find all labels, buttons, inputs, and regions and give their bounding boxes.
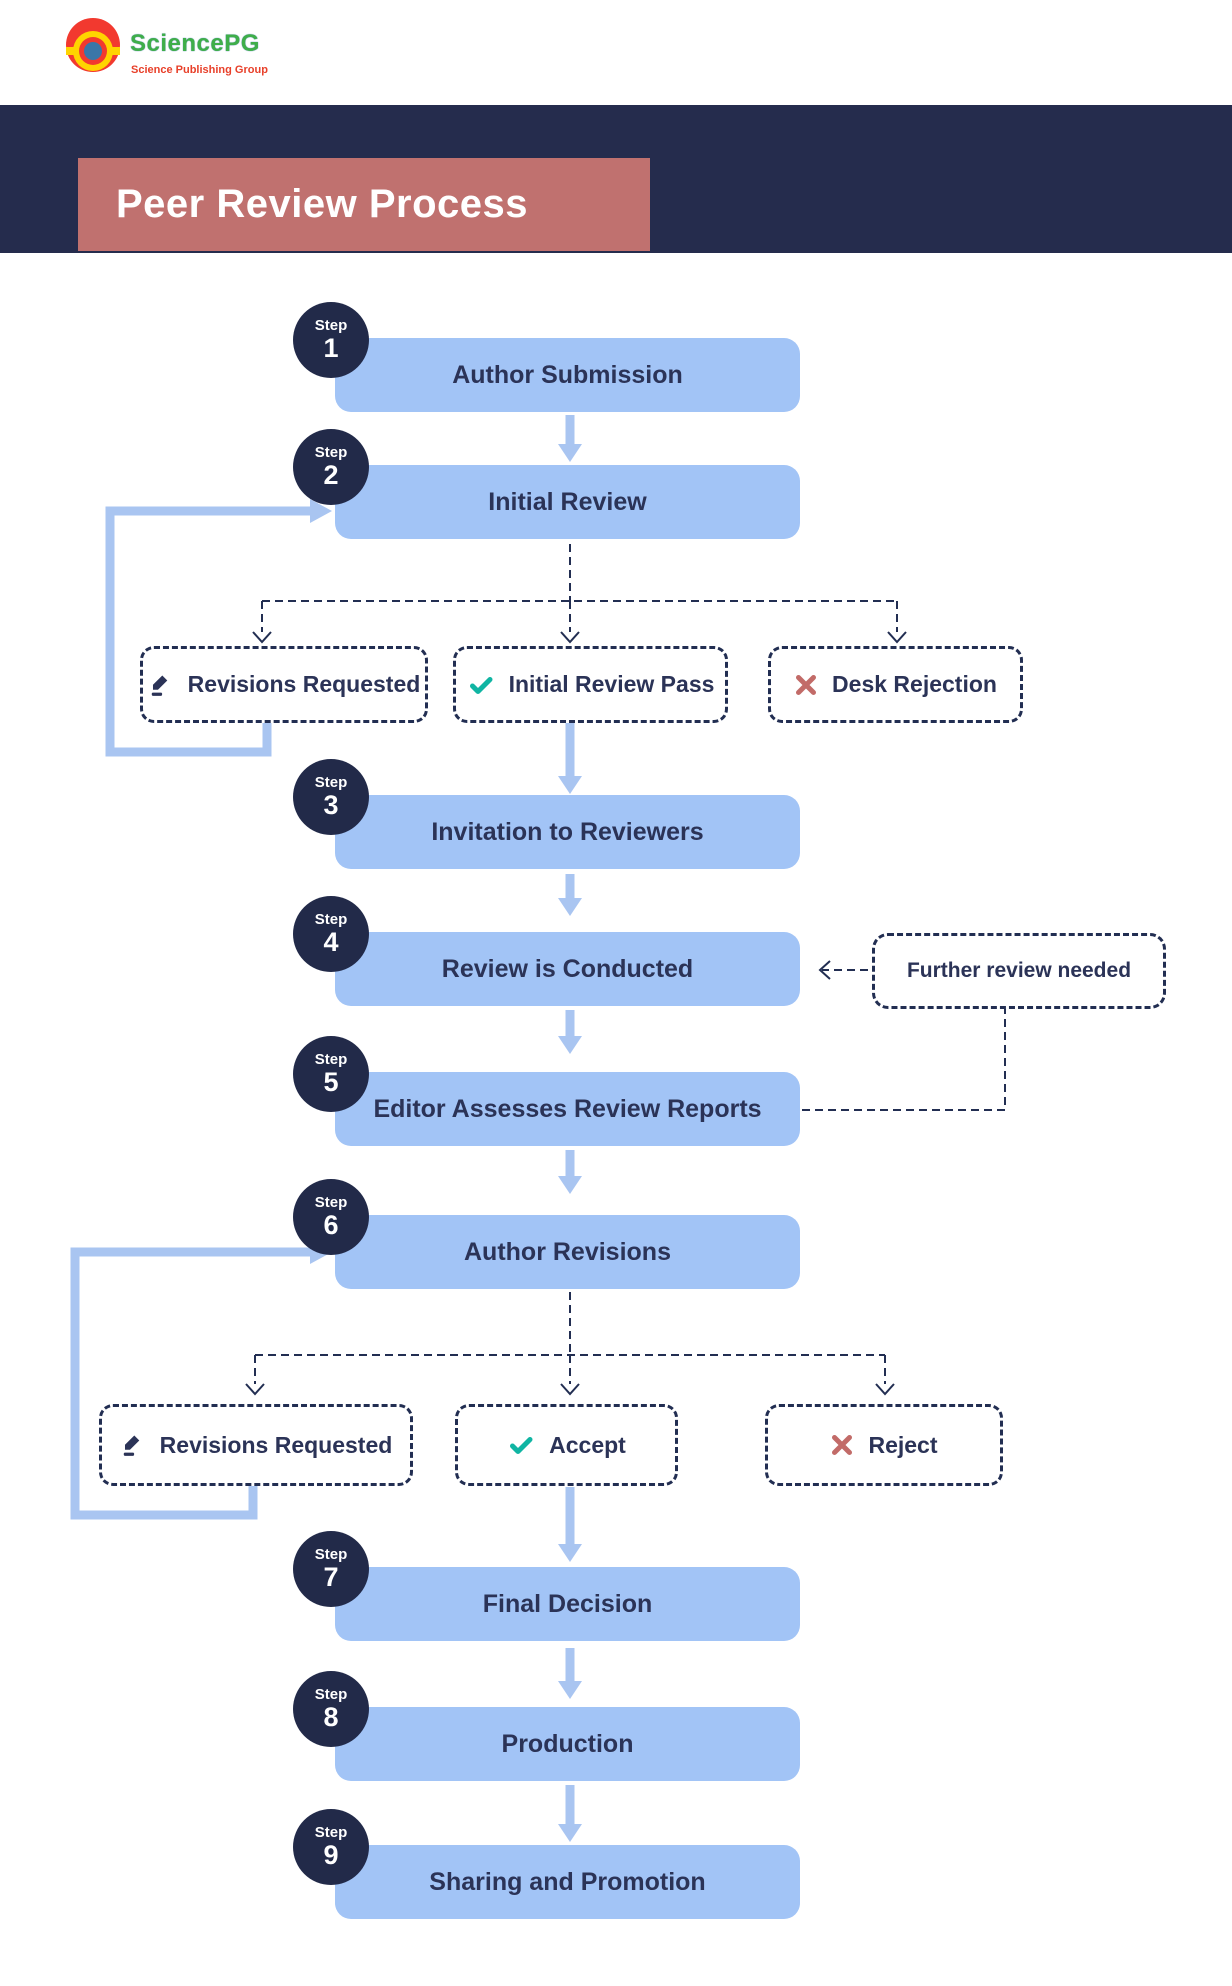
flow-box-final-decision: Final Decision	[335, 1567, 800, 1641]
flow-box-author-submission: Author Submission	[335, 338, 800, 412]
x-icon	[794, 673, 818, 697]
logo-tagline: Science Publishing Group	[131, 64, 268, 76]
step-badge-5: Step 5	[293, 1036, 369, 1112]
sciencepg-rings-icon	[66, 18, 120, 72]
pencil-icon	[120, 1432, 146, 1458]
outcome-initial-review-pass: Initial Review Pass	[453, 646, 728, 723]
step-badge-6: Step 6	[293, 1179, 369, 1255]
flow-box-invitation-to-reviewers: Invitation to Reviewers	[335, 795, 800, 869]
flow-box-editor-assesses-review-reports: Editor Assesses Review Reports	[335, 1072, 800, 1146]
outcome-revisions-requested-2: Revisions Requested	[99, 1404, 413, 1486]
flow-box-author-revisions: Author Revisions	[335, 1215, 800, 1289]
flow-box-sharing-and-promotion: Sharing and Promotion	[335, 1845, 800, 1919]
step-badge-3: Step 3	[293, 759, 369, 835]
flow-box-production: Production	[335, 1707, 800, 1781]
x-icon	[830, 1433, 854, 1457]
header-band: Peer Review Process	[0, 105, 1232, 253]
step-badge-2: Step 2	[293, 429, 369, 505]
step-badge-9: Step 9	[293, 1809, 369, 1885]
logo-name: SciencePG	[130, 30, 260, 57]
page-title: Peer Review Process	[116, 182, 528, 226]
sciencepg-logo: SciencePG Science Publishing Group	[66, 12, 366, 92]
outcome-reject: Reject	[765, 1404, 1003, 1486]
step-badge-4: Step 4	[293, 896, 369, 972]
check-icon	[467, 673, 495, 697]
outcome-desk-rejection: Desk Rejection	[768, 646, 1023, 723]
pencil-icon	[148, 672, 174, 698]
step-badge-7: Step 7	[293, 1531, 369, 1607]
flow-box-initial-review: Initial Review	[335, 465, 800, 539]
note-further-review-needed: Further review needed	[872, 933, 1166, 1009]
check-icon	[507, 1433, 535, 1457]
outcome-revisions-requested-1: Revisions Requested	[140, 646, 428, 723]
title-box: Peer Review Process	[78, 158, 650, 251]
step-badge-1: Step 1	[293, 302, 369, 378]
flow-box-review-is-conducted: Review is Conducted	[335, 932, 800, 1006]
step-badge-8: Step 8	[293, 1671, 369, 1747]
outcome-accept: Accept	[455, 1404, 678, 1486]
